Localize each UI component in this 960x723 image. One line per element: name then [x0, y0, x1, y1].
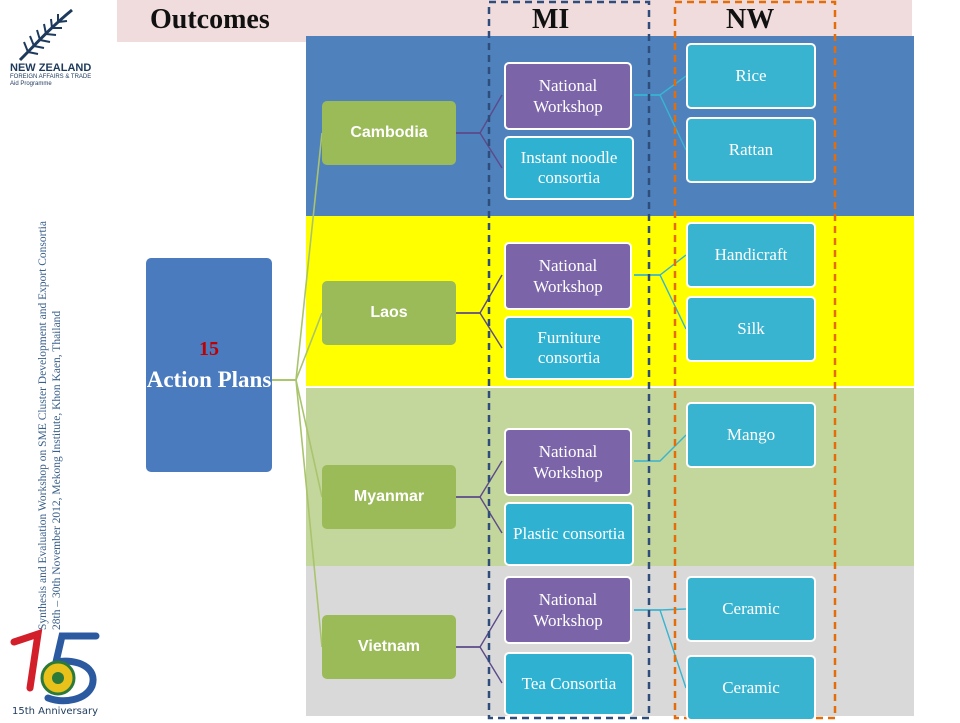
caption-line1: Synthesis and Evaluation Workshop on SME… — [37, 221, 49, 630]
product-ceramic-2: Ceramic — [686, 655, 816, 721]
outcomes-title: Outcomes — [150, 4, 270, 35]
workshop-cambodia: National Workshop — [504, 62, 632, 130]
workshop-vietnam: National Workshop — [504, 576, 632, 644]
caption-line2: 28th – 30th November 2012, Mekong Instit… — [51, 310, 63, 630]
fern-icon — [18, 8, 73, 62]
logo-sub1: FOREIGN AFFAIRS & TRADE — [10, 74, 92, 80]
product-silk: Silk — [686, 296, 816, 362]
action-plans-node: 15 Action Plans — [146, 258, 272, 472]
logo-sub2: Aid Programme — [10, 81, 52, 87]
consortia-vietnam: Tea Consortia — [504, 652, 634, 716]
product-rattan: Rattan — [686, 117, 816, 183]
action-plans-label: Action Plans — [146, 366, 272, 392]
country-myanmar: Myanmar — [322, 465, 456, 529]
workshop-laos: National Workshop — [504, 242, 632, 310]
consortia-cambodia: Instant noodle consortia — [504, 136, 634, 200]
product-ceramic-1: Ceramic — [686, 576, 816, 642]
mi-title: MI — [532, 4, 570, 35]
action-plans-count: 15 — [199, 337, 219, 360]
workshop-myanmar: National Workshop — [504, 428, 632, 496]
logo-name: NEW ZEALAND — [10, 62, 92, 74]
product-handicraft: Handicraft — [686, 222, 816, 288]
anniversary-logo: 15th Anniversary — [8, 628, 104, 718]
country-laos: Laos — [322, 281, 456, 345]
country-cambodia: Cambodia — [322, 101, 456, 165]
sidebar: NEW ZEALAND FOREIGN AFFAIRS & TRADE Aid … — [0, 0, 104, 720]
country-vietnam: Vietnam — [322, 615, 456, 679]
anniversary-label: 15th Anniversary — [12, 706, 98, 717]
anniversary-emblem-icon: 15th Anniversary — [10, 628, 100, 717]
consortia-laos: Furniture consortia — [504, 316, 634, 380]
consortia-myanmar: Plastic consortia — [504, 502, 634, 566]
nz-aid-logo: NEW ZEALAND FOREIGN AFFAIRS & TRADE Aid … — [10, 6, 100, 88]
nw-title: NW — [726, 4, 775, 35]
workshop-caption: Synthesis and Evaluation Workshop on SME… — [36, 100, 76, 630]
product-mango: Mango — [686, 402, 816, 468]
product-rice: Rice — [686, 43, 816, 109]
